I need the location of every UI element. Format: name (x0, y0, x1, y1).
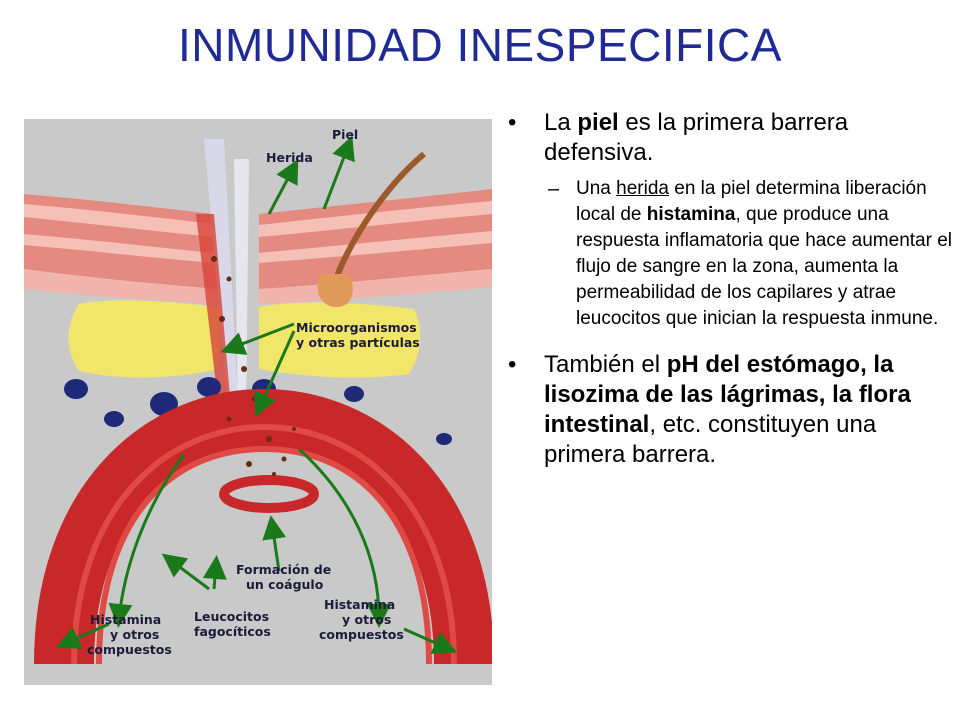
bullet-marker: • (508, 109, 517, 136)
slide-body: • La piel es la primera barrera defensiv… (508, 108, 953, 470)
label-histamina-right-2: y otros (342, 612, 391, 627)
label-particulas: y otras partículas (296, 335, 420, 350)
slide-title: INMUNIDAD INESPECIFICA (178, 19, 782, 71)
skin-wound-illustration: Piel Herida Microorganismos y otras part… (24, 119, 492, 685)
label-histamina-left-3: compuestos (87, 642, 172, 657)
label-histamina-left-2: y otros (110, 627, 159, 642)
dash-marker: – (548, 178, 560, 200)
label-fagociticos: fagocíticos (194, 624, 271, 639)
label-leucocitos: Leucocitos (194, 609, 269, 624)
bullet-otras-barreras: • También el pH del estómago, la lisozim… (508, 350, 953, 470)
sub-bullet-herida: – Una herida en la piel determina libera… (508, 176, 953, 332)
label-microorganismos: Microorganismos (296, 320, 417, 335)
label-formacion: Formación de (236, 562, 331, 577)
bullet-marker: • (508, 351, 517, 378)
sub-bullet-herida-text: Una herida en la piel determina liberaci… (576, 178, 953, 329)
bullet-piel-text: La piel es la primera barrera defensiva. (544, 109, 849, 166)
label-herida: Herida (266, 150, 313, 165)
label-histamina-left-1: Histamina (90, 612, 161, 627)
label-piel: Piel (332, 127, 358, 142)
bullet-otras-barreras-text: También el pH del estómago, la lisozima … (544, 351, 911, 468)
label-histamina-right-3: compuestos (319, 627, 404, 642)
bullet-piel: • La piel es la primera barrera defensiv… (508, 108, 953, 168)
label-coagulo: un coágulo (246, 577, 324, 592)
label-histamina-right-1: Histamina (324, 597, 395, 612)
